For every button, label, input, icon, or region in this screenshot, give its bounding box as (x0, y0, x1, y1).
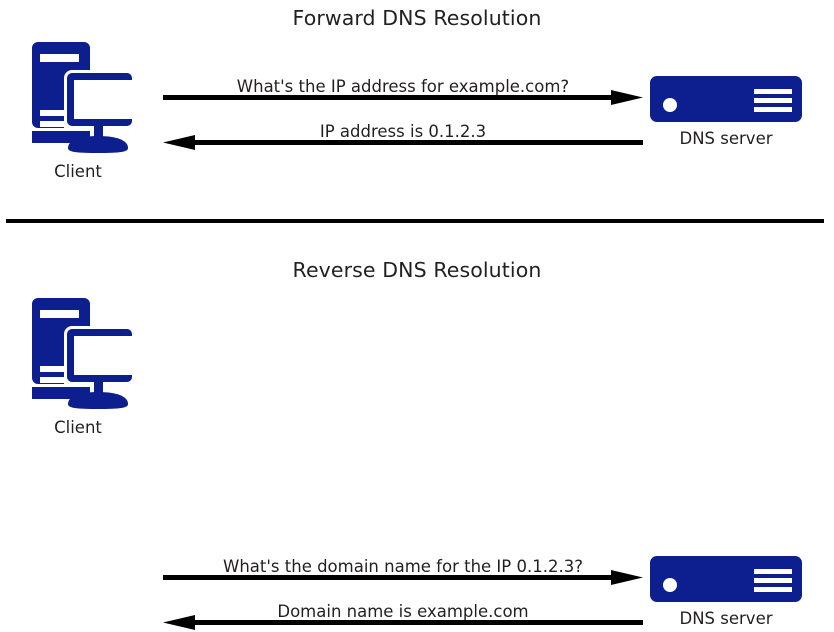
panel-reverse-dns: Reverse DNS Resolution Client DNS server… (0, 230, 834, 630)
server-node-forward: DNS server (636, 76, 816, 148)
client-label-forward: Client (54, 162, 102, 181)
server-rack-icon (650, 76, 802, 122)
panel-title-forward: Forward DNS Resolution (292, 6, 542, 30)
flow-label-forward-request: What's the IP address for example.com? (236, 77, 570, 96)
arrow-left-icon (163, 615, 643, 630)
flow-label-forward-response: IP address is 0.1.2.3 (319, 122, 487, 141)
client-label-reverse: Client (54, 418, 102, 437)
arrow-right-icon (163, 570, 643, 585)
desktop-computer-icon (32, 42, 132, 153)
server-node-reverse: DNS server (636, 556, 816, 628)
flow-group-reverse: What's the domain name for the IP 0.1.2.… (163, 542, 643, 632)
section-divider (6, 219, 824, 223)
flow-reverse-response: Domain name is example.com (163, 587, 643, 632)
flow-reverse-request: What's the domain name for the IP 0.1.2.… (163, 542, 643, 587)
client-node-forward: Client (12, 36, 144, 181)
server-rack-icon (650, 556, 802, 602)
panel-forward-dns: Forward DNS Resolution Client (0, 0, 834, 218)
desktop-computer-icon (32, 298, 132, 409)
flow-group-forward: What's the IP address for example.com? I… (163, 62, 643, 152)
flow-forward-request: What's the IP address for example.com? (163, 62, 643, 107)
arrow-left-icon (163, 135, 643, 150)
server-label-forward: DNS server (679, 129, 773, 148)
flow-forward-response: IP address is 0.1.2.3 (163, 107, 643, 152)
server-label-reverse: DNS server (679, 609, 773, 628)
arrow-right-icon (163, 90, 643, 105)
client-node-reverse: Client (12, 292, 144, 437)
panel-title-reverse: Reverse DNS Resolution (292, 258, 542, 282)
